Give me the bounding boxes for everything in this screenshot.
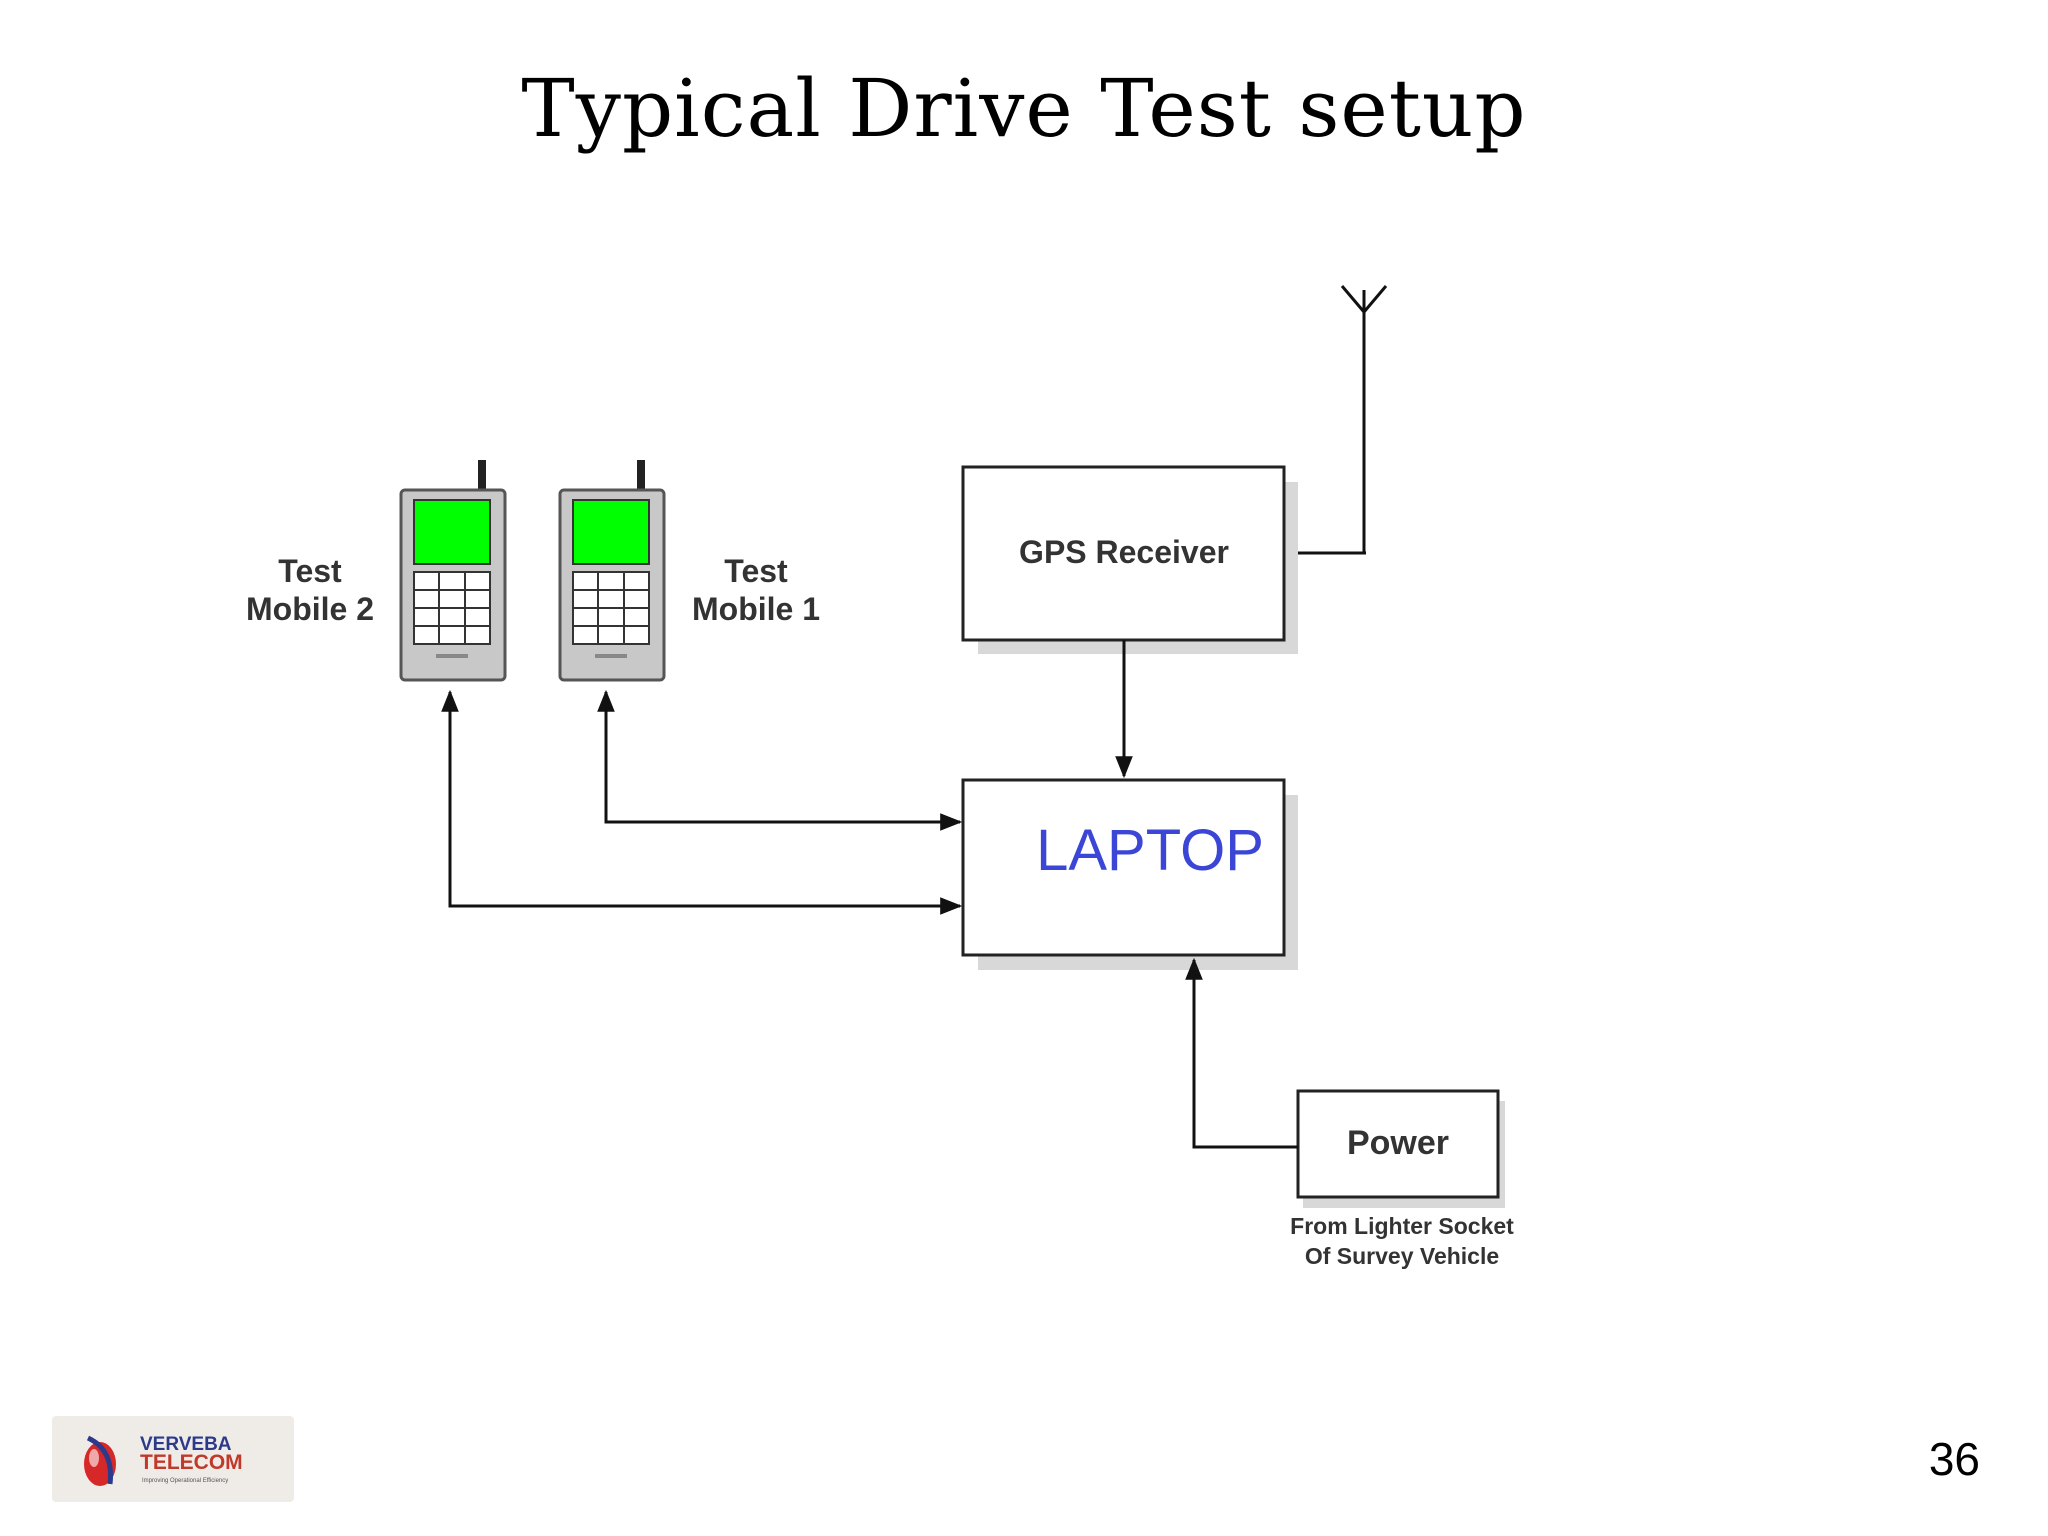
gps-receiver-label: GPS Receiver xyxy=(1019,534,1229,570)
logo-line-1: VERVEBA xyxy=(140,1434,232,1455)
laptop-label: LAPTOP xyxy=(1036,818,1264,883)
company-logo: VERVEBA TELECOM Improving Operational Ef… xyxy=(52,1416,294,1502)
page-number: 36 xyxy=(1928,1433,1980,1485)
gps-receiver-box: GPS Receiver xyxy=(961,465,1298,654)
logo-tagline: Improving Operational Efficiency xyxy=(142,1478,229,1484)
test-mobile-2-phone-icon xyxy=(399,460,507,682)
slide-title: Typical Drive Test setup xyxy=(521,62,1527,155)
laptop-box: LAPTOP xyxy=(961,778,1298,970)
test-mobile-1-phone-icon xyxy=(558,460,666,682)
logo-line-2: TELECOM xyxy=(140,1451,243,1474)
mobile-2-laptop-arrow xyxy=(441,689,963,915)
power-label: Power xyxy=(1347,1124,1449,1162)
mobile-1-laptop-arrow xyxy=(597,689,963,831)
logo-swoosh-icon xyxy=(84,1435,116,1486)
test-mobile-1-label-line-1: Test xyxy=(724,553,788,589)
power-box: Power xyxy=(1296,1089,1505,1208)
gps-antenna-icon xyxy=(1286,285,1388,555)
power-caption-line-2: Of Survey Vehicle xyxy=(1305,1243,1499,1269)
power-to-laptop-arrow xyxy=(1185,957,1298,1149)
power-caption-line-1: From Lighter Socket xyxy=(1290,1213,1514,1239)
test-mobile-2-label-line-1: Test xyxy=(278,553,342,589)
test-mobile-2-label-line-2: Mobile 2 xyxy=(246,591,374,627)
test-mobile-1-label-line-2: Mobile 1 xyxy=(692,591,820,627)
